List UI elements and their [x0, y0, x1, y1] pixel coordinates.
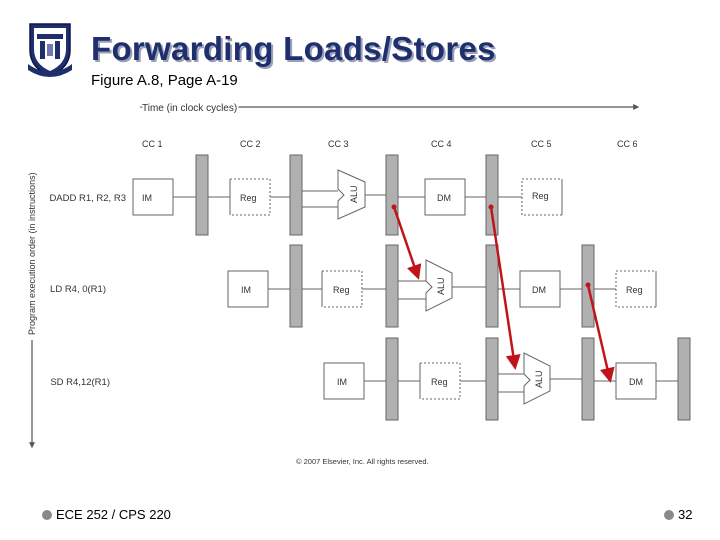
bullet-icon: [664, 510, 674, 520]
pipeline-row-ld: LD R4, 0(R1) IM Reg ALU DM Reg: [50, 244, 657, 328]
alu-stage: [337, 169, 366, 220]
footer-page: 32: [664, 507, 692, 522]
instruction-label-sd: SD R4,12(R1): [50, 377, 110, 388]
im-label: IM: [142, 193, 152, 203]
alu-label: ALU: [436, 277, 446, 295]
dm-stage: [615, 362, 657, 400]
slide-title: Forwarding Loads/Stores: [91, 30, 496, 67]
im-label: IM: [241, 285, 251, 295]
alu-stage: [523, 352, 551, 405]
slide-subtitle: Figure A.8, Page A-19: [91, 72, 238, 89]
footer-course-label: ECE 252 / CPS 220: [56, 507, 171, 522]
instruction-label-dadd: DADD R1, R2, R3: [49, 193, 126, 204]
cycle-label-1: CC 1: [142, 139, 163, 149]
alu-stage: [425, 259, 453, 312]
cycle-label-5: CC 5: [531, 139, 552, 149]
time-axis-label: Time (in clock cycles): [142, 103, 237, 114]
reg-label: Reg: [240, 193, 257, 203]
cycle-label-4: CC 4: [431, 139, 452, 149]
dm-label: DM: [437, 193, 451, 203]
pipeline-latch: [289, 154, 303, 236]
im-stage: [132, 178, 174, 216]
page-number: 32: [678, 507, 693, 522]
reg-label: Reg: [626, 285, 643, 295]
im-stage: [227, 270, 269, 308]
reg-label: Reg: [532, 191, 549, 201]
pipeline-latch: [385, 337, 399, 421]
university-crest-logo: [28, 23, 72, 77]
cycle-label-6: CC 6: [617, 139, 638, 149]
alu-label: ALU: [534, 370, 544, 388]
im-stage: [323, 362, 365, 400]
pipeline-latch: [581, 337, 595, 421]
alu-label: ALU: [349, 185, 359, 203]
cycle-label-2: CC 2: [240, 139, 261, 149]
dm-stage: [519, 270, 561, 308]
dm-label: DM: [629, 377, 643, 387]
forwarding-arrow: [489, 206, 521, 370]
dm-label: DM: [532, 285, 546, 295]
pipeline-latch: [385, 154, 399, 236]
cycle-label-3: CC 3: [328, 139, 349, 149]
im-label: IM: [337, 377, 347, 387]
forwarding-arrow-origin: [488, 204, 494, 210]
pipeline-row-sd: SD R4,12(R1) IM Reg ALU DM: [50, 337, 691, 421]
forwarding-arrow-origin: [391, 204, 397, 210]
reg-stage: [615, 270, 657, 308]
pipeline-row-dadd: DADD R1, R2, R3 IM Reg ALU DM Reg: [49, 154, 563, 236]
pipeline-latch: [485, 337, 499, 421]
pipeline-latch: [385, 244, 399, 328]
pipeline-latch: [485, 244, 499, 328]
reg-label: Reg: [333, 285, 350, 295]
instruction-label-ld: LD R4, 0(R1): [50, 284, 106, 295]
pipeline-latch: [289, 244, 303, 328]
pipeline-latch: [195, 154, 209, 236]
pipeline-diagram: Time (in clock cycles) Program execution…: [27, 101, 691, 466]
bullet-icon: [42, 510, 52, 520]
figure-copyright: © 2007 Elsevier, Inc. All rights reserve…: [296, 457, 429, 466]
forwarding-arrow: [392, 206, 422, 280]
footer-course: ECE 252 / CPS 220: [42, 507, 171, 522]
forwarding-arrow: [586, 284, 615, 383]
order-axis-label: Program execution order (in instructions…: [27, 172, 37, 335]
reg-label: Reg: [431, 377, 448, 387]
pipeline-latch: [677, 337, 691, 421]
forwarding-arrow-origin: [585, 282, 591, 288]
pipeline-latch: [485, 154, 499, 236]
